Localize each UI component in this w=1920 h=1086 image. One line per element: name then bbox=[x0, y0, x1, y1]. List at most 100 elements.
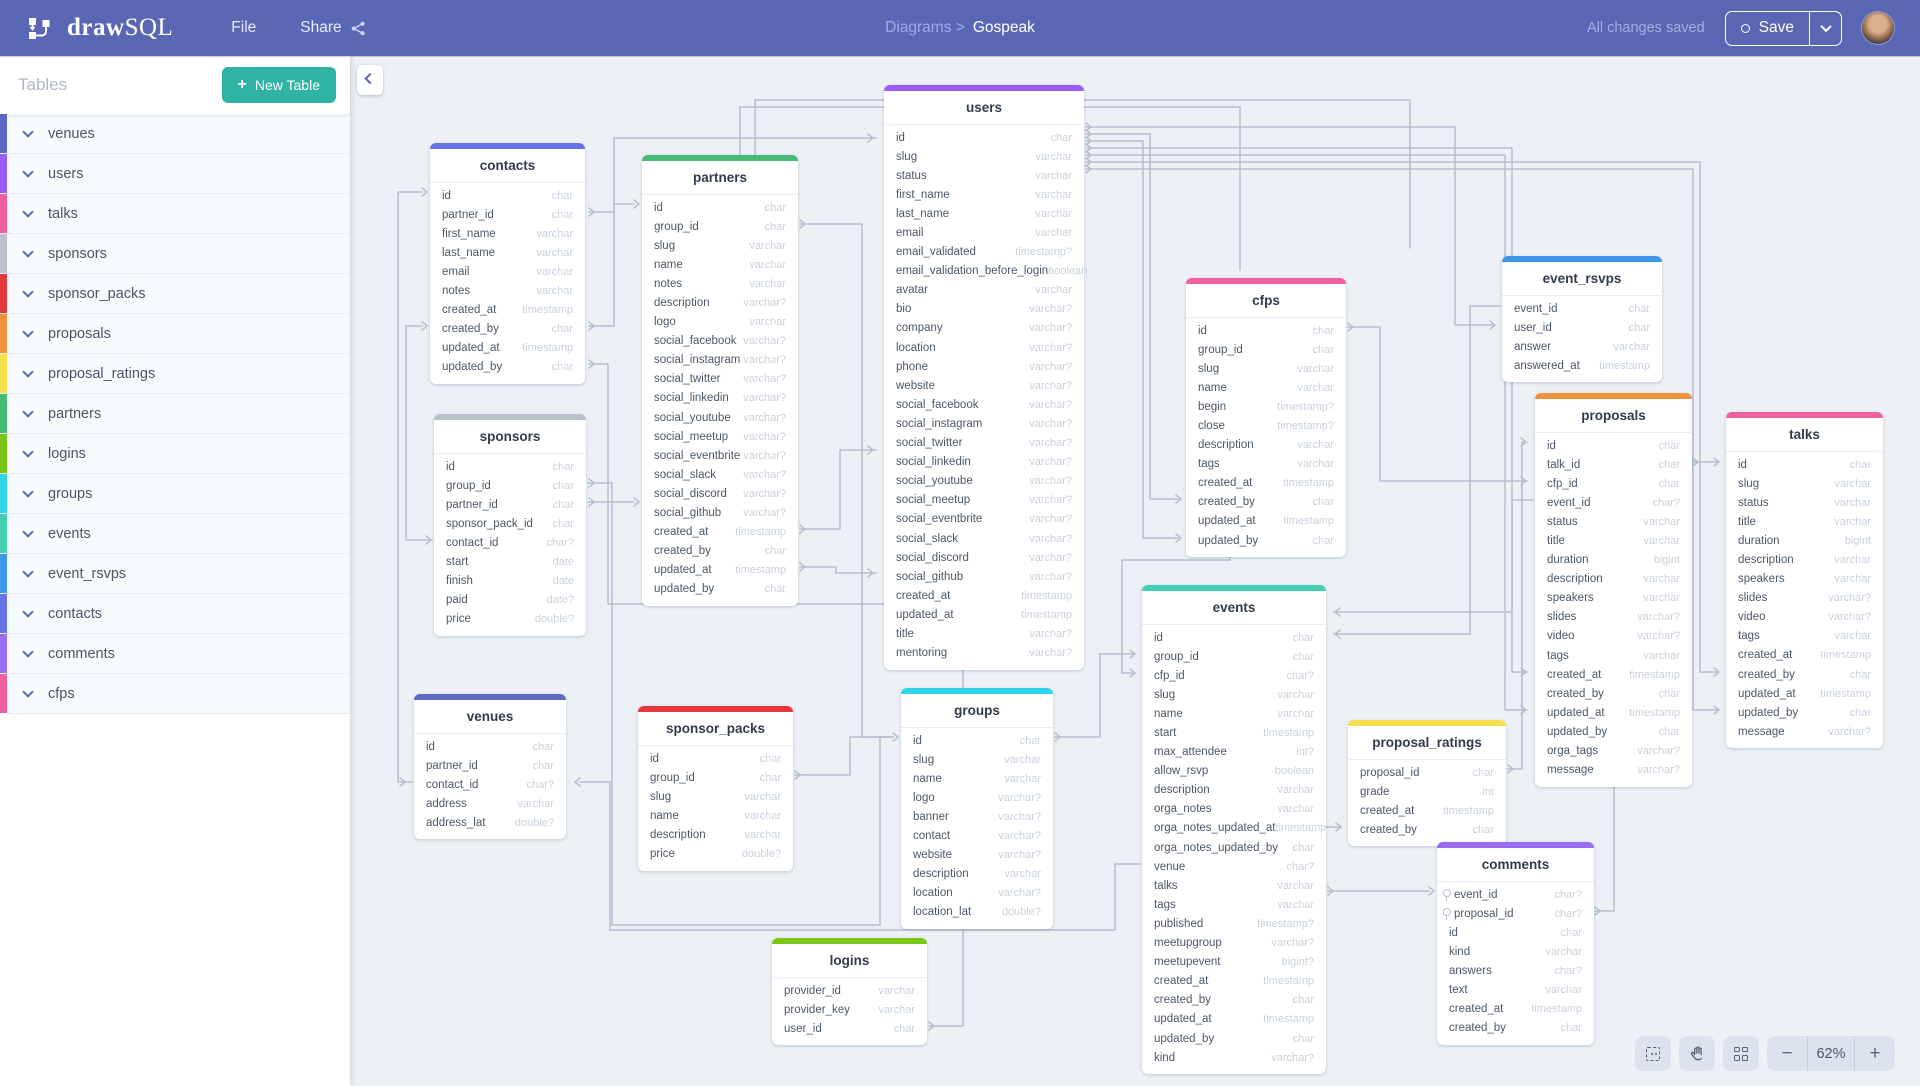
field-row-provider_id[interactable]: provider_id varchar bbox=[772, 981, 927, 1000]
field-row-status[interactable]: status varchar bbox=[1535, 512, 1692, 531]
table-card-events[interactable]: events id char group_id char cfp_id char… bbox=[1142, 585, 1326, 1075]
table-card-venues[interactable]: venues id char partner_id char contact_i… bbox=[414, 694, 566, 840]
save-button[interactable]: Save bbox=[1726, 12, 1809, 45]
field-row-created_by[interactable]: created_by char bbox=[1186, 493, 1346, 512]
new-table-button[interactable]: + New Table bbox=[221, 67, 336, 103]
field-row-social_slack[interactable]: social_slack varchar? bbox=[884, 529, 1084, 548]
chevron-down-icon[interactable] bbox=[22, 646, 34, 658]
field-row-social_instagram[interactable]: social_instagram varchar? bbox=[642, 351, 798, 370]
field-row-kind[interactable]: kind varchar? bbox=[1142, 1048, 1326, 1067]
field-row-social_twitter[interactable]: social_twitter varchar? bbox=[884, 434, 1084, 453]
field-row-cfp_id[interactable]: cfp_id char bbox=[1535, 474, 1692, 493]
field-row-description[interactable]: description varchar bbox=[901, 865, 1053, 884]
field-row-user_id[interactable]: user_id char bbox=[1502, 318, 1662, 337]
field-row-event_id[interactable]: event_id char? bbox=[1437, 885, 1594, 904]
field-row-status[interactable]: status varchar bbox=[884, 166, 1084, 185]
field-row-close[interactable]: close timestamp? bbox=[1186, 416, 1346, 435]
field-row-created_by[interactable]: created_by char bbox=[642, 542, 798, 561]
field-row-created_at[interactable]: created_at timestamp bbox=[642, 523, 798, 542]
field-row-id[interactable]: id char bbox=[884, 128, 1084, 147]
field-row-answered_at[interactable]: answered_at timestamp bbox=[1502, 356, 1662, 375]
field-row-name[interactable]: name varchar bbox=[901, 769, 1053, 788]
field-row-tags[interactable]: tags varchar bbox=[1535, 646, 1692, 665]
field-row-text[interactable]: text varchar bbox=[1437, 980, 1594, 999]
chevron-down-icon[interactable] bbox=[22, 126, 34, 138]
field-row-social_youtube[interactable]: social_youtube varchar? bbox=[884, 472, 1084, 491]
table-title[interactable]: proposal_ratings bbox=[1348, 726, 1506, 760]
field-row-created_at[interactable]: created_at timestamp bbox=[1142, 972, 1326, 991]
field-row-begin[interactable]: begin timestamp? bbox=[1186, 397, 1346, 416]
field-row-name[interactable]: name varchar bbox=[638, 806, 793, 825]
field-row-website[interactable]: website varchar? bbox=[884, 376, 1084, 395]
field-row-partner_id[interactable]: partner_id char bbox=[414, 756, 566, 775]
sidebar-item-contacts[interactable]: contacts bbox=[0, 594, 350, 634]
field-row-slug[interactable]: slug varchar bbox=[638, 787, 793, 806]
field-row-last_name[interactable]: last_name varchar bbox=[430, 243, 585, 262]
brand[interactable]: drawSQL bbox=[26, 14, 173, 42]
field-row-updated_at[interactable]: updated_at timestamp bbox=[642, 561, 798, 580]
field-row-group_id[interactable]: group_id char bbox=[642, 217, 798, 236]
field-row-id[interactable]: id char bbox=[430, 186, 585, 205]
field-row-updated_at[interactable]: updated_at timestamp bbox=[884, 605, 1084, 624]
field-row-social_linkedin[interactable]: social_linkedin varchar? bbox=[642, 389, 798, 408]
field-row-event_id[interactable]: event_id char bbox=[1502, 299, 1662, 318]
table-title[interactable]: logins bbox=[772, 944, 927, 978]
field-row-social_linkedin[interactable]: social_linkedin varchar? bbox=[884, 453, 1084, 472]
field-row-email_validation_before_login[interactable]: email_validation_before_login boolean bbox=[884, 262, 1087, 281]
field-row-id[interactable]: id char bbox=[1535, 436, 1692, 455]
field-row-allow_rsvp[interactable]: allow_rsvp boolean bbox=[1142, 762, 1326, 781]
field-row-tags[interactable]: tags varchar bbox=[1142, 895, 1326, 914]
field-row-id[interactable]: id char bbox=[901, 731, 1053, 750]
grid-view-button[interactable] bbox=[1723, 1036, 1759, 1071]
field-row-social_meetup[interactable]: social_meetup varchar? bbox=[884, 491, 1084, 510]
fit-view-button[interactable] bbox=[1635, 1036, 1671, 1071]
field-row-group_id[interactable]: group_id char bbox=[638, 768, 793, 787]
field-row-id[interactable]: id char bbox=[638, 749, 793, 768]
chevron-down-icon[interactable] bbox=[22, 366, 34, 378]
field-row-slides[interactable]: slides varchar? bbox=[1726, 589, 1883, 608]
table-title[interactable]: contacts bbox=[430, 149, 585, 183]
field-row-name[interactable]: name varchar bbox=[1142, 704, 1326, 723]
table-title[interactable]: proposals bbox=[1535, 399, 1692, 433]
field-row-updated_by[interactable]: updated_by char bbox=[1535, 722, 1692, 741]
field-row-phone[interactable]: phone varchar? bbox=[884, 357, 1084, 376]
menu-share[interactable]: Share bbox=[300, 19, 365, 37]
field-row-description[interactable]: description varchar bbox=[1726, 550, 1883, 569]
field-row-name[interactable]: name varchar bbox=[642, 255, 798, 274]
sidebar-item-cfps[interactable]: cfps bbox=[0, 674, 350, 714]
sidebar-item-comments[interactable]: comments bbox=[0, 634, 350, 674]
field-row-slug[interactable]: slug varchar bbox=[1142, 685, 1326, 704]
field-row-orga_notes_updated_by[interactable]: orga_notes_updated_by char bbox=[1142, 838, 1326, 857]
field-row-social_facebook[interactable]: social_facebook varchar? bbox=[642, 332, 798, 351]
field-row-id[interactable]: id char bbox=[414, 737, 566, 756]
pan-mode-button[interactable] bbox=[1679, 1036, 1715, 1071]
chevron-down-icon[interactable] bbox=[22, 206, 34, 218]
field-row-address_lat[interactable]: address_lat double? bbox=[414, 813, 566, 832]
table-card-contacts[interactable]: contacts id char partner_id char first_n… bbox=[430, 143, 585, 384]
field-row-created_at[interactable]: created_at timestamp bbox=[1726, 646, 1883, 665]
field-row-contact[interactable]: contact varchar? bbox=[901, 826, 1053, 845]
sidebar-item-proposals[interactable]: proposals bbox=[0, 314, 350, 354]
field-row-updated_by[interactable]: updated_by char bbox=[1142, 1029, 1326, 1048]
field-row-answers[interactable]: answers char? bbox=[1437, 961, 1594, 980]
field-row-updated_at[interactable]: updated_at timestamp bbox=[1726, 684, 1883, 703]
field-row-social_youtube[interactable]: social_youtube varchar? bbox=[642, 408, 798, 427]
field-row-answer[interactable]: answer varchar bbox=[1502, 337, 1662, 356]
field-row-slug[interactable]: slug varchar bbox=[1186, 359, 1346, 378]
field-row-updated_by[interactable]: updated_by char bbox=[1726, 703, 1883, 722]
sidebar-item-partners[interactable]: partners bbox=[0, 394, 350, 434]
field-row-notes[interactable]: notes varchar bbox=[642, 274, 798, 293]
field-row-notes[interactable]: notes varchar bbox=[430, 281, 585, 300]
field-row-updated_by[interactable]: updated_by char bbox=[430, 358, 585, 377]
field-row-created_at[interactable]: created_at timestamp bbox=[1437, 1000, 1594, 1019]
chevron-down-icon[interactable] bbox=[22, 166, 34, 178]
table-card-proposals[interactable]: proposals id char talk_id char cfp_id ch… bbox=[1535, 393, 1692, 787]
field-row-duration[interactable]: duration bigint bbox=[1535, 551, 1692, 570]
user-avatar[interactable] bbox=[1862, 12, 1894, 44]
field-row-partner_id[interactable]: partner_id char bbox=[434, 495, 586, 514]
save-options-button[interactable] bbox=[1809, 11, 1841, 45]
field-row-id[interactable]: id char bbox=[434, 457, 586, 476]
field-row-event_id[interactable]: event_id char? bbox=[1535, 493, 1692, 512]
field-row-group_id[interactable]: group_id char bbox=[1142, 647, 1326, 666]
field-row-sponsor_pack_id[interactable]: sponsor_pack_id char bbox=[434, 514, 586, 533]
